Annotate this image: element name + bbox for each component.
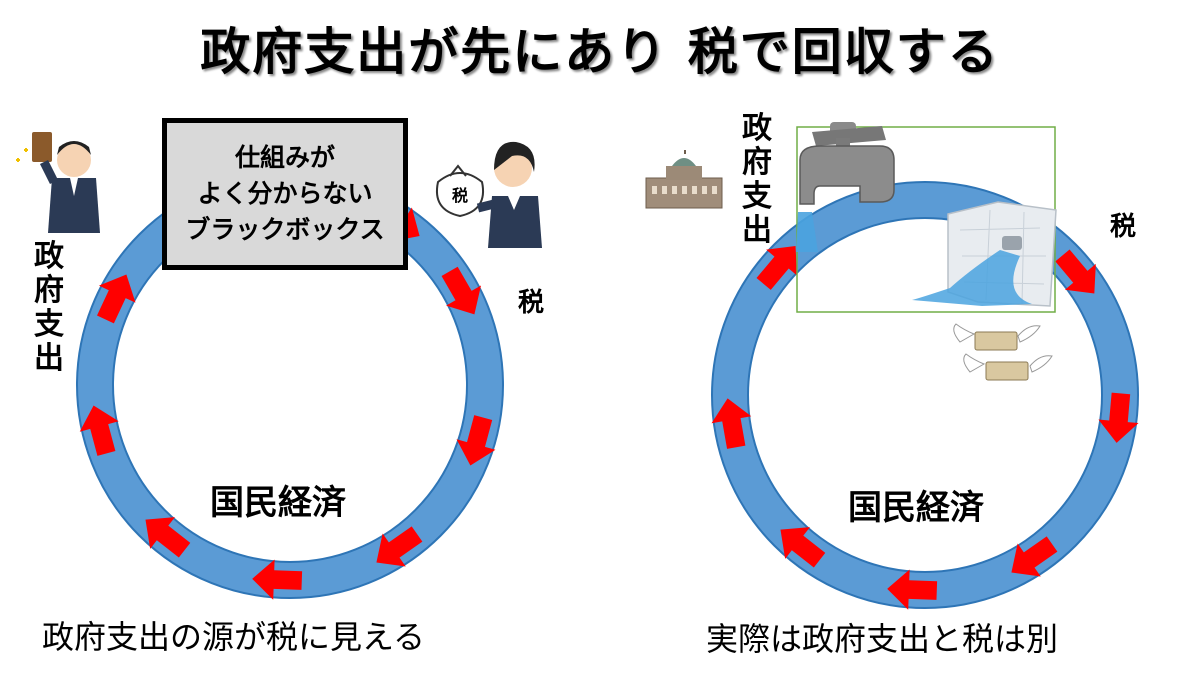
faucet-icon (796, 122, 895, 252)
left-flow-arrow (97, 274, 136, 324)
right-spending-label: 政府支出 (742, 111, 772, 248)
black-box: 仕組みが よく分からない ブラックボックス (162, 118, 408, 270)
right-caption: 実際は政府支出と税は別 (706, 620, 1059, 658)
woman-with-tax-bag-icon (436, 141, 542, 248)
left-flow-arrow (252, 559, 303, 600)
left-spending-label: 政府支出 (34, 239, 64, 376)
left-economy-label: 国民経済 (210, 483, 346, 523)
left-caption: 政府支出の源が税に見える (42, 618, 426, 656)
coin-man-icon (16, 132, 100, 233)
left-flow-arrow (79, 405, 119, 456)
right-tax-label: 税 (1110, 212, 1137, 242)
right-ring-arrows (711, 245, 1139, 610)
right-flow-arrow (756, 245, 798, 290)
faucet-water (796, 212, 818, 252)
tax-bag-label: 税 (452, 186, 469, 205)
black-box-line-1: 仕組みが (234, 143, 335, 172)
right-economy-label: 国民経済 (848, 488, 984, 528)
right-flow-arrow (887, 569, 938, 610)
left-flow-arrow (145, 517, 191, 558)
page-title: 政府支出が先にあり 税で回収する (200, 23, 1000, 81)
right-flow-arrow (711, 398, 752, 449)
flying-money-icon (953, 323, 1041, 351)
black-box-line-3: ブラックボックス (185, 215, 385, 244)
left-flow-arrow (376, 526, 423, 567)
left-flow-arrow (456, 415, 496, 466)
left-flow-arrow (441, 266, 482, 315)
leaking-wall-icon (912, 201, 1057, 307)
flying-money-icon-2 (963, 353, 1053, 381)
black-box-line-2: よく分からない (197, 179, 373, 208)
central-bank-building-icon (645, 150, 723, 209)
right-flow-arrow (1011, 536, 1058, 577)
right-flow-arrow (780, 527, 826, 568)
right-flow-arrow (1098, 392, 1139, 443)
right-flow-arrow (1055, 249, 1096, 294)
left-tax-label: 税 (518, 288, 545, 318)
